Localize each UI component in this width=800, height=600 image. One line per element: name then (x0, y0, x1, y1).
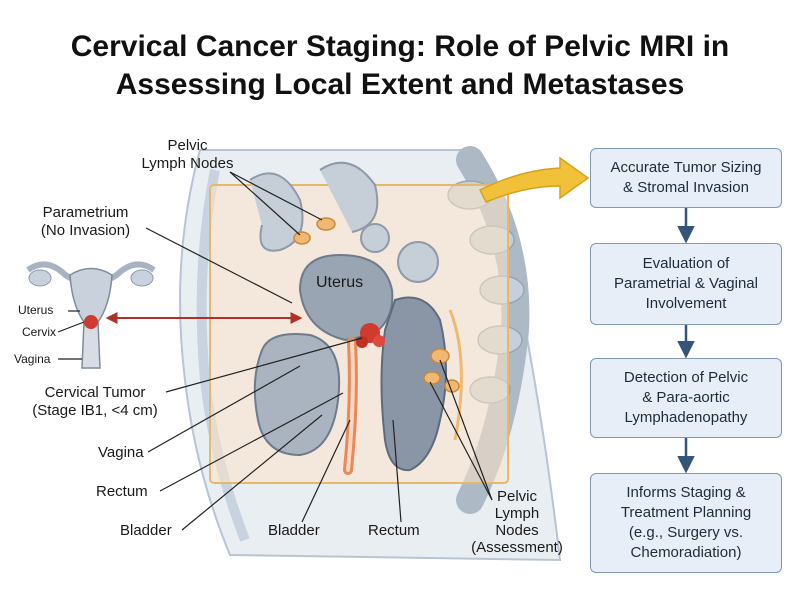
label-bladder-bottom: Bladder (268, 522, 320, 539)
label-parametrium: Parametrium (No Invasion) (40, 204, 131, 239)
label-uterus-inset: Uterus (18, 303, 54, 317)
flow-step-treatment-planning: Informs Staging & Treatment Planning (e.… (590, 473, 782, 573)
callout-arrow (478, 156, 590, 203)
title-line-1: Cervical Cancer Staging: Role of Pelvic … (70, 30, 730, 63)
label-bladder-left: Bladder (120, 522, 172, 539)
inset-uterus-illustration (26, 261, 156, 369)
bowel-loops (249, 161, 439, 283)
flow-step-lymphadenopathy-detection: Detection of Pelvic & Para-aortic Lympha… (590, 358, 782, 438)
bladder-shape (253, 333, 341, 457)
leader-lines (57, 171, 493, 531)
title-line-2: Assessing Local Extent and Metastases (115, 68, 685, 101)
flow-step-parametrial-evaluation: Evaluation of Parametrial & Vaginal Invo… (590, 243, 782, 325)
flow-step-tumor-sizing: Accurate Tumor Sizing & Stromal Invasion (590, 148, 782, 208)
label-rectum-bottom: Rectum (368, 522, 420, 539)
rectum-shape (380, 296, 447, 472)
label-rectum-left: Rectum (96, 483, 148, 500)
cervical-tumor-mark (356, 323, 385, 348)
label-cervical-tumor: Cervical Tumor (Stage IB1, <4 cm) (32, 384, 158, 419)
label-vagina-inset: Vagina (14, 352, 51, 366)
uterus-shape (298, 253, 394, 342)
page-title: Cervical Cancer Staging: Role of Pelvic … (0, 28, 800, 104)
label-vagina: Vagina (98, 444, 144, 461)
label-uterus-main: Uterus (316, 274, 364, 291)
label-pelvic-lymph-nodes-bottom: Pelvic Lymph Nodes (Assessment) (471, 488, 563, 556)
label-cervix-inset: Cervix (22, 325, 57, 339)
label-pelvic-lymph-nodes-top: Pelvic Lymph Nodes (141, 137, 234, 172)
